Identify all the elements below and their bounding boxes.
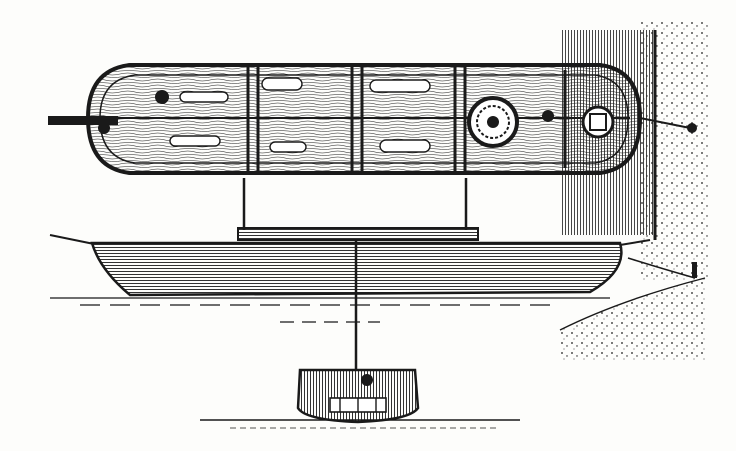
seabed-ground (200, 277, 706, 429)
top-view-hull (85, 63, 697, 175)
end-view-hull (296, 368, 420, 424)
spar-pole (48, 116, 118, 125)
water-surface (50, 297, 610, 323)
mooring-rope (627, 257, 697, 279)
propeller-crank (581, 105, 697, 139)
hatch-wheel (467, 96, 519, 148)
side-view-hull (49, 227, 651, 297)
